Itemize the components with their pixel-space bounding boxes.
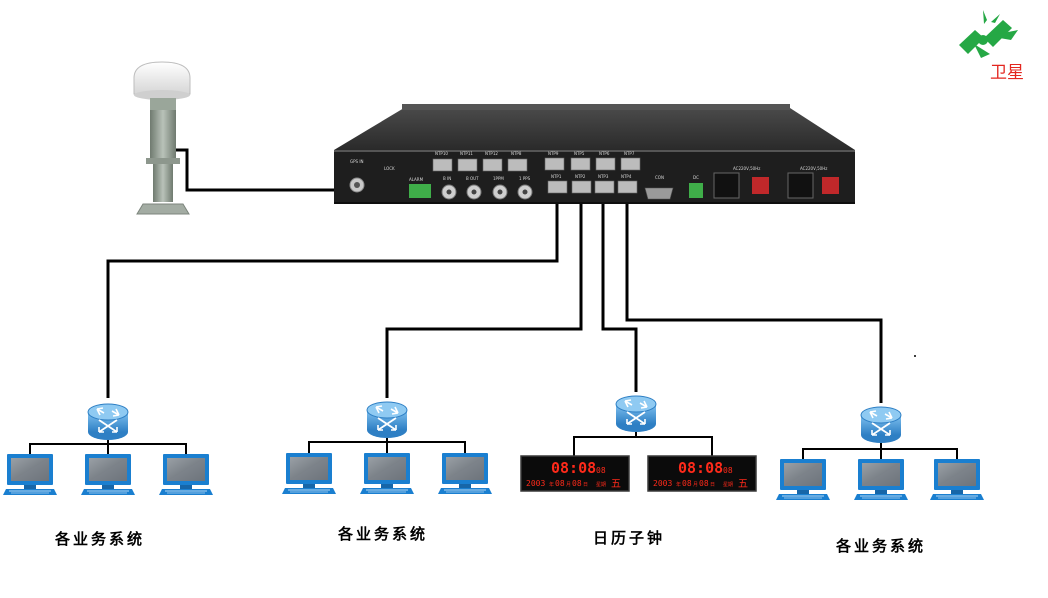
clock-seconds: 08 [596, 466, 606, 475]
port-label-7: NTP6 [599, 151, 610, 156]
port-label-1: NTP10 [435, 151, 448, 156]
clock-day-unit: 日 [710, 482, 715, 488]
clock-month: 08 [555, 479, 565, 488]
computer-icon-6 [437, 452, 493, 495]
time-server-device: GPS IN LOCK ALARM B IN B OUT 1PPM 1 PPS … [334, 104, 855, 204]
clock-month: 08 [682, 479, 692, 488]
power-label-2: AC220V,50Hz [800, 166, 827, 171]
clock-day: 08 [572, 479, 582, 488]
clock-year: 2003 [526, 479, 545, 488]
group-label-business-3: 各业务系统 [836, 537, 927, 555]
clock-month-unit: 月 [566, 482, 571, 488]
satellite-logo-icon [959, 10, 1018, 58]
power-socket-2 [787, 172, 814, 199]
port-label-2: NTP11 [460, 151, 473, 156]
link-group-2 [385, 197, 583, 398]
clock-year: 2003 [653, 479, 672, 488]
bnc-label-1: B IN [443, 176, 451, 181]
ethernet-ports-bottom [547, 180, 638, 194]
power-switch-1 [752, 177, 769, 194]
port-label-3: NTP12 [485, 151, 498, 156]
group-label-business-2: 各业务系统 [338, 525, 429, 543]
clock-seconds: 08 [723, 466, 733, 475]
clock-weekday: 五 [611, 479, 621, 490]
alarm-terminal [409, 184, 431, 198]
power-label-1: AC220V,50Hz [733, 166, 760, 171]
ntp-port-label-4: NTP4 [621, 174, 632, 179]
clock-week-label: 星期 [723, 482, 733, 488]
power-socket-1 [713, 172, 740, 199]
computer-icon-2 [80, 453, 136, 496]
calendar-clock-1: 08:08 08 2003 年 08 月 08 日 星期 五 [520, 455, 630, 492]
power-switch-2 [822, 177, 839, 194]
gps-cable [176, 148, 348, 192]
port-label-8: NTP7 [624, 151, 635, 156]
dc-label: DC [693, 175, 699, 180]
computer-icon-5 [359, 452, 415, 495]
router-icon-1 [87, 403, 129, 441]
lock-label: LOCK [384, 166, 395, 171]
clock-year-unit: 年 [676, 481, 681, 488]
clock-day: 08 [699, 479, 709, 488]
clock-month-unit: 月 [693, 482, 698, 488]
ntp-port-label-3: NTP3 [598, 174, 609, 179]
clock-week-label: 星期 [596, 482, 606, 488]
clock-weekday: 五 [738, 479, 748, 490]
ethernet-ports-top [432, 157, 641, 172]
computer-icon-4 [281, 452, 337, 495]
bnc-label-2: B OUT [466, 176, 479, 181]
clock-year-unit: 年 [549, 481, 554, 488]
clock-time: 08:08 [551, 459, 596, 477]
port-label-5: NTP9 [548, 151, 559, 156]
lan-branches [29, 432, 958, 465]
computer-icon-8 [853, 458, 909, 501]
bnc-label-4: 1 PPS [519, 176, 531, 181]
alarm-label: ALARM [409, 177, 424, 182]
clock-day-unit: 日 [583, 482, 588, 488]
ntp-port-label-2: NTP2 [575, 174, 586, 179]
dc-terminal [689, 183, 703, 198]
bnc-connectors [441, 184, 533, 200]
router-icon-2 [366, 401, 408, 439]
clock-time: 08:08 [678, 459, 723, 477]
port-label-6: NTP5 [574, 151, 585, 156]
ntp-port-label-1: NTP1 [551, 174, 562, 179]
calendar-clock-2: 08:08 08 2003 年 08 月 08 日 星期 五 [647, 455, 757, 492]
computer-icon-1 [2, 453, 58, 496]
router-icon-3 [615, 395, 657, 433]
group-label-calendar-clocks: 日历子钟 [593, 529, 666, 547]
port-label-4: NTP8 [511, 151, 522, 156]
logo-text: 卫星 [990, 63, 1024, 83]
gps-antenna [133, 61, 191, 215]
link-group-1 [106, 197, 559, 398]
computer-icon-3 [158, 453, 214, 496]
link-group-4 [625, 197, 883, 403]
gps-in-label: GPS IN [350, 159, 364, 164]
group-label-business-1: 各业务系统 [55, 530, 146, 548]
console-label: CON [655, 175, 664, 180]
bnc-label-3: 1PPM [493, 176, 504, 181]
console-port [644, 187, 674, 200]
link-group-3 [601, 197, 638, 392]
router-icon-4 [860, 406, 902, 444]
computer-icon-7 [775, 458, 831, 501]
computer-icon-9 [929, 458, 985, 501]
wires [106, 148, 883, 403]
